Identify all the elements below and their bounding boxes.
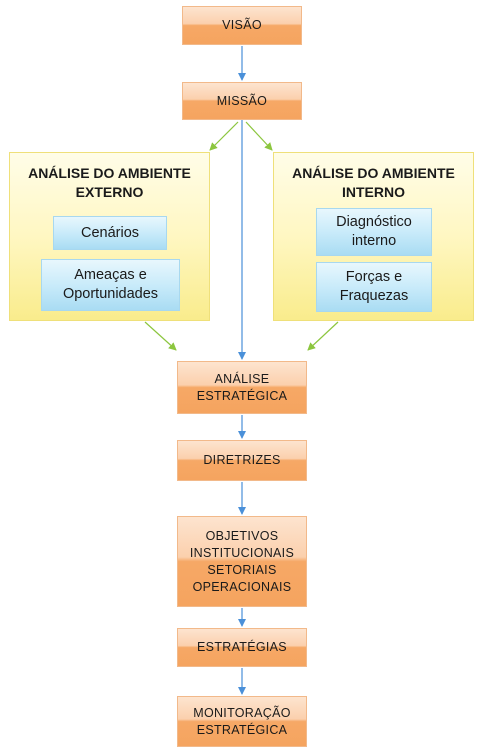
panel-externo-title: ANÁLISE DO AMBIENTE EXTERNO — [28, 165, 191, 200]
node-monitoracao-estrategica[interactable]: MONITORAÇÃO ESTRATÉGICA — [177, 696, 307, 747]
node-analise-estrategica[interactable]: ANÁLISE ESTRATÉGICA — [177, 361, 307, 414]
item-ameacas-oportunidades[interactable]: Ameaças e Oportunidades — [41, 259, 180, 311]
arrow-externo-analise — [144, 321, 177, 351]
node-missao[interactable]: MISSÃO — [182, 82, 302, 120]
arrow-missao-interno — [245, 121, 273, 151]
item-diagnostico-interno[interactable]: Diagnóstico interno — [316, 208, 432, 256]
arrow-interno-analise — [307, 321, 339, 351]
node-objetivos[interactable]: OBJETIVOS INSTITUCIONAIS SETORIAIS OPERA… — [177, 516, 307, 607]
item-cenarios[interactable]: Cenários — [53, 216, 167, 250]
item-forcas-fraquezas[interactable]: Forças e Fraquezas — [316, 262, 432, 312]
node-diretrizes[interactable]: DIRETRIZES — [177, 440, 307, 481]
node-visao[interactable]: VISÃO — [182, 6, 302, 45]
node-estrategias[interactable]: ESTRATÉGIAS — [177, 628, 307, 667]
arrow-missao-externo — [209, 121, 239, 151]
panel-interno-title: ANÁLISE DO AMBIENTE INTERNO — [292, 165, 455, 200]
